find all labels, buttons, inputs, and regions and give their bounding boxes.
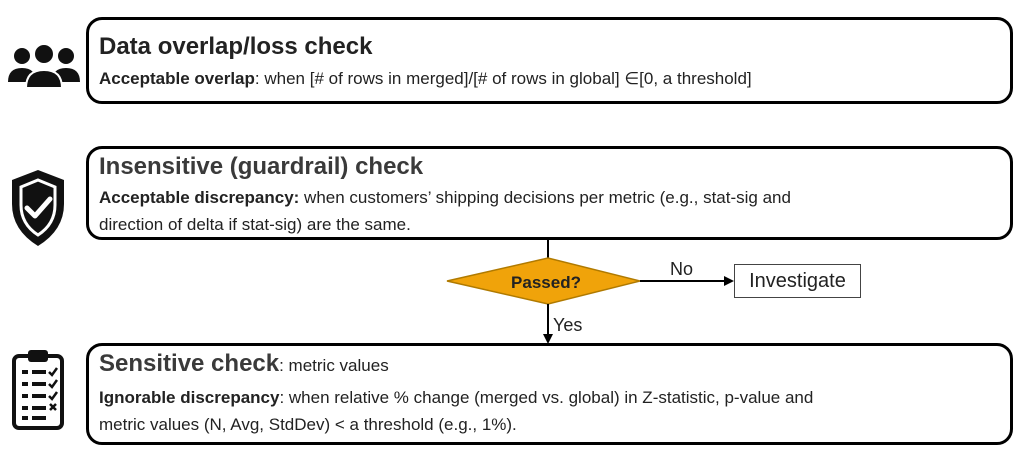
insensitive-check-title: Insensitive (guardrail) check [99,153,424,180]
shield-check-icon [10,168,66,248]
sensitive-check-title: Sensitive check [99,350,280,377]
insensitive-check-box [86,146,1013,240]
investigate-box: Investigate [734,264,861,298]
insensitive-check-line1: when customers’ shipping decisions per m… [299,188,791,207]
data-overlap-description: Acceptable overlap: when [# of rows in m… [99,65,1004,92]
sensitive-check-title-suffix: : metric values [279,356,389,375]
sensitive-check-description: Ignorable discrepancy: when relative % c… [99,384,1004,438]
clipboard-checklist-icon [10,348,66,430]
sensitive-check-box [86,343,1013,445]
yes-label: Yes [553,315,582,335]
sensitive-check-label: Ignorable discrepancy [99,388,280,407]
data-overlap-title: Data overlap/loss check [99,33,373,60]
investigate-label: Investigate [749,269,846,292]
sensitive-check-line1: : when relative % change (merged vs. glo… [279,388,814,407]
people-group-icon [6,40,82,96]
insensitive-check-line2: direction of delta if stat-sig) are the … [99,215,411,234]
no-label: No [670,259,693,279]
insensitive-check-description: Acceptable discrepancy: when customers’ … [99,184,1004,238]
sensitive-check-line2: metric values (N, Avg, StdDev) < a thres… [99,415,517,434]
data-overlap-label: Acceptable overlap [99,69,255,88]
decision-question: Passed? [511,273,581,292]
insensitive-check-label: Acceptable discrepancy: [99,188,300,207]
data-overlap-text: : when [# of rows in merged]/[# of rows … [254,69,752,88]
sensitive-check-title-line: Sensitive check: metric values [99,350,389,378]
data-overlap-box [86,17,1013,104]
